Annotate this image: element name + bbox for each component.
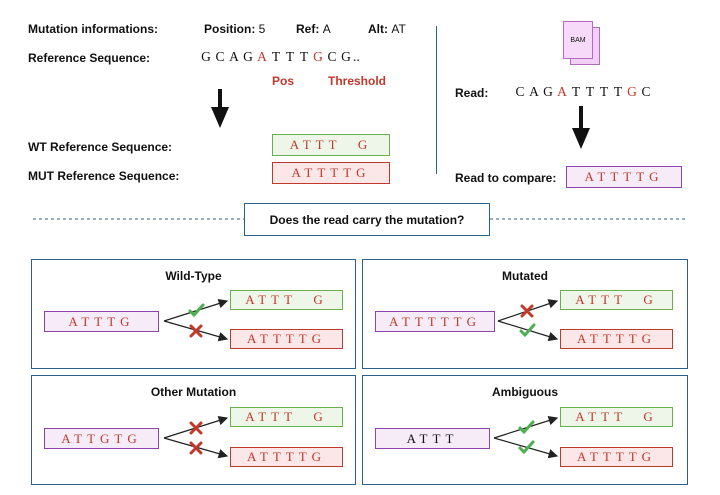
- check-icon: [519, 323, 536, 338]
- panel-wild-type: Wild-Type: [31, 259, 356, 369]
- sequence-base: A: [529, 84, 539, 99]
- sequence-base: G: [341, 49, 351, 64]
- panel-mut-box: ATTTTG: [560, 447, 673, 467]
- panel-mut-sequence: ATTTTG: [246, 331, 327, 346]
- cross-icon: [189, 441, 203, 455]
- panel-ambiguous: Ambiguous: [362, 375, 688, 485]
- sequence-base: C: [327, 49, 337, 64]
- read-to-compare-label: Read to compare:: [455, 171, 557, 185]
- threshold-tag: Threshold: [328, 74, 387, 88]
- check-icon: [518, 420, 535, 435]
- comparison-arrow-mut: [493, 437, 559, 459]
- sequence-base: T: [599, 84, 609, 99]
- sequence-base: G: [313, 49, 323, 64]
- cross-icon: [520, 304, 534, 318]
- panel-wt-box: ATTT G: [560, 290, 673, 310]
- panel-mut-sequence: ATTTTG: [576, 449, 657, 464]
- bam-file-label: BAM: [570, 36, 586, 44]
- sequence-base: A: [229, 49, 239, 64]
- panel-wt-box: ATTT G: [230, 290, 343, 310]
- panel-mut-box: ATTTTG: [230, 447, 343, 467]
- down-arrow-icon-left: [211, 89, 229, 128]
- sequence-base: A: [557, 84, 567, 99]
- panel-mut-box: ATTTTG: [230, 329, 343, 349]
- panel-wt-box: ATTT G: [560, 407, 673, 427]
- panel-read-box: ATTT: [375, 428, 490, 449]
- panel-read-sequence: ATTT: [406, 430, 459, 446]
- sequence-base: C: [515, 84, 525, 99]
- panel-title: Ambiguous: [492, 385, 558, 399]
- comparison-arrow-wt: [163, 298, 229, 322]
- cross-icon: [189, 324, 203, 338]
- read-to-compare-box: ATTTTG: [566, 166, 682, 188]
- alt-value: AT: [391, 22, 406, 36]
- panel-read-box: ATTTTTG: [375, 311, 495, 332]
- bam-file-icon: BAM: [563, 21, 593, 59]
- panel-mut-sequence: ATTTTG: [576, 331, 657, 346]
- mut-reference-sequence: ATTTTG: [291, 165, 371, 180]
- sequence-base: G: [243, 49, 253, 64]
- sequence-base: T: [271, 49, 281, 64]
- ref-info: Ref: A: [296, 22, 331, 36]
- wt-reference-sequence: ATTT G: [289, 137, 373, 152]
- mut-reference-label: MUT Reference Sequence:: [28, 169, 180, 183]
- ref-value: A: [322, 22, 331, 36]
- read-to-compare-sequence: ATTTTG: [584, 169, 664, 184]
- panel-title: Other Mutation: [150, 385, 237, 399]
- panel-read-sequence: ATTTG: [68, 313, 135, 329]
- position-label: Position:: [204, 22, 256, 36]
- panel-read-box: ATTTG: [44, 311, 159, 332]
- sequence-base: T: [613, 84, 623, 99]
- panel-mutated: Mutated: [362, 259, 688, 369]
- panel-title: Wild-Type: [165, 269, 222, 283]
- check-icon: [518, 440, 535, 455]
- alt-info: Alt: AT: [368, 22, 406, 36]
- panel-mut-box: ATTTTG: [560, 329, 673, 349]
- panel-title: Mutated: [502, 269, 548, 283]
- panel-read-sequence: ATTGTG: [61, 430, 142, 446]
- mut-reference-box: ATTTTG: [272, 162, 390, 184]
- sequence-base: C: [215, 49, 225, 64]
- sequence-base: T: [285, 49, 295, 64]
- vertical-separator: [436, 26, 437, 174]
- sequence-base: T: [571, 84, 581, 99]
- wt-reference-label: WT Reference Sequence:: [28, 140, 173, 154]
- sequence-base: G: [543, 84, 553, 99]
- position-info: Position: 5: [204, 22, 265, 36]
- panel-read-box: ATTGTG: [44, 428, 159, 449]
- comparison-arrow-wt: [493, 415, 559, 439]
- alt-label: Alt:: [368, 22, 388, 36]
- sequence-base: G: [201, 49, 211, 64]
- ref-label: Ref:: [296, 22, 320, 36]
- panel-wt-sequence: ATTT G: [575, 292, 658, 307]
- cross-icon: [189, 421, 203, 435]
- question-text: Does the read carry the mutation?: [269, 212, 465, 227]
- panel-mut-sequence: ATTTTG: [246, 449, 327, 464]
- question-box: Does the read carry the mutation?: [244, 203, 490, 236]
- check-icon: [188, 303, 205, 318]
- reference-sequence-label: Reference Sequence:: [28, 51, 151, 65]
- panel-wt-box: ATTT G: [230, 407, 343, 427]
- wt-reference-box: ATTT G: [272, 134, 390, 156]
- sequence-base: G: [627, 84, 637, 99]
- pos-tag: Pos: [272, 74, 295, 88]
- mutation-info-label: Mutation informations:: [28, 22, 158, 36]
- sequence-base: T: [299, 49, 309, 64]
- panel-wt-sequence: ATTT G: [245, 292, 328, 307]
- sequence-ellipsis: ..: [353, 49, 360, 64]
- sequence-base: T: [585, 84, 595, 99]
- panel-wt-sequence: ATTT G: [575, 409, 658, 424]
- panel-read-sequence: ATTTTTG: [388, 313, 482, 329]
- position-value: 5: [258, 22, 266, 36]
- panel-other-mutation: Other Mutation: [31, 375, 356, 485]
- sequence-base: C: [641, 84, 651, 99]
- sequence-base: A: [257, 49, 267, 64]
- read-label: Read:: [455, 86, 489, 100]
- down-arrow-icon-right: [572, 106, 590, 149]
- panel-wt-sequence: ATTT G: [245, 409, 328, 424]
